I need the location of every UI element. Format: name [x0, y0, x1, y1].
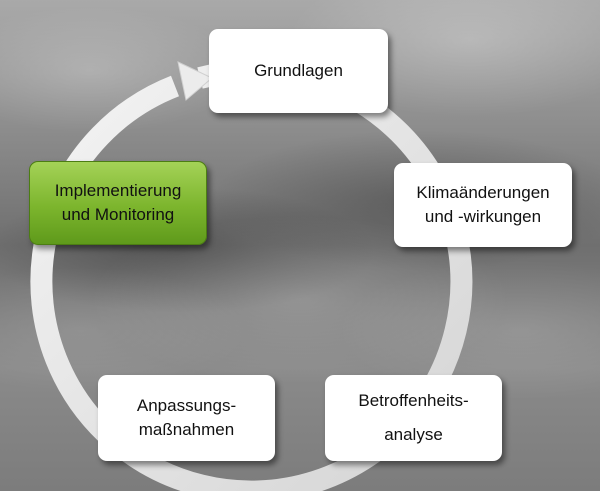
step-klimaaenderungen[interactable]: Klimaänderungen und -wirkungen: [394, 163, 572, 247]
step-betroffenheitsanalyse[interactable]: Betroffenheits- analyse: [325, 375, 502, 461]
step-klimaaenderungen-label: Klimaänderungen und -wirkungen: [416, 183, 550, 226]
step-grundlagen[interactable]: Grundlagen: [209, 29, 388, 113]
step-anpassungsmassnahmen[interactable]: Anpassungs- maßnahmen: [98, 375, 275, 461]
step-grundlagen-label: Grundlagen: [254, 61, 343, 80]
cycle-arrow-head: [177, 61, 213, 101]
step-anpassungsmassnahmen-label: Anpassungs- maßnahmen: [136, 396, 237, 439]
step-implementierung-active[interactable]: Implementierung und Monitoring: [29, 161, 207, 245]
step-implementierung-label: Implementierung und Monitoring: [54, 181, 182, 224]
step-betroffenheitsanalyse-label: Betroffenheits- analyse: [358, 391, 469, 444]
